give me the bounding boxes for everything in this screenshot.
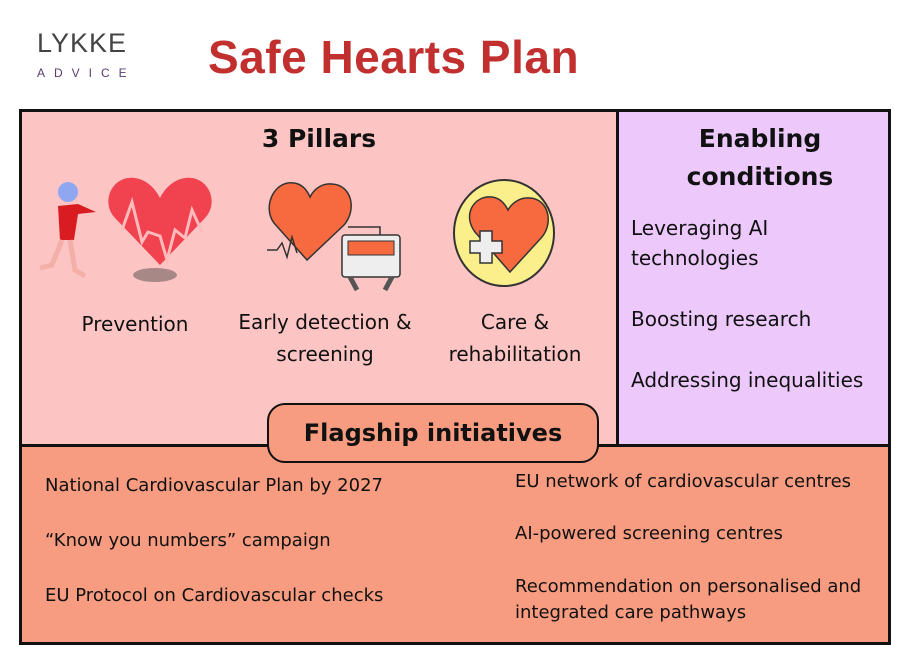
logo-lykke: LYKKE [37, 28, 128, 58]
flagship-item: EU Protocol on Cardiovascular checks [45, 585, 384, 606]
enabling-item: Boosting research [631, 307, 812, 331]
enabling-heading: Enabling conditions [686, 124, 834, 191]
prevention-icon [39, 177, 212, 282]
flagship-item: AI-powered screening centres [515, 523, 783, 544]
pillars-heading: 3 Pillars [261, 124, 377, 153]
flagship-item: Recommendation on personalised and integ… [515, 576, 862, 623]
logo-advice: ADVICE [37, 66, 136, 80]
flagship-item: “Know you numbers” campaign [45, 530, 331, 551]
pillar-early-detection-label: Early detection & screening [238, 310, 412, 366]
flagship-item: EU network of cardiovascular centres [515, 471, 852, 492]
flagship-heading: Flagship initiatives [267, 403, 599, 463]
enabling-item: Leveraging AI technologies [631, 216, 769, 270]
care-rehabilitation-icon [453, 179, 555, 287]
pillar-prevention-label: Prevention [81, 312, 189, 336]
pillar-care-label: Care & rehabilitation [448, 310, 582, 366]
flagship-panel [19, 444, 891, 645]
early-detection-icon [267, 182, 401, 292]
flagship-item: National Cardiovascular Plan by 2027 [45, 475, 383, 496]
page-title: Safe Hearts Plan [208, 31, 580, 83]
enabling-item: Addressing inequalities [631, 368, 864, 392]
